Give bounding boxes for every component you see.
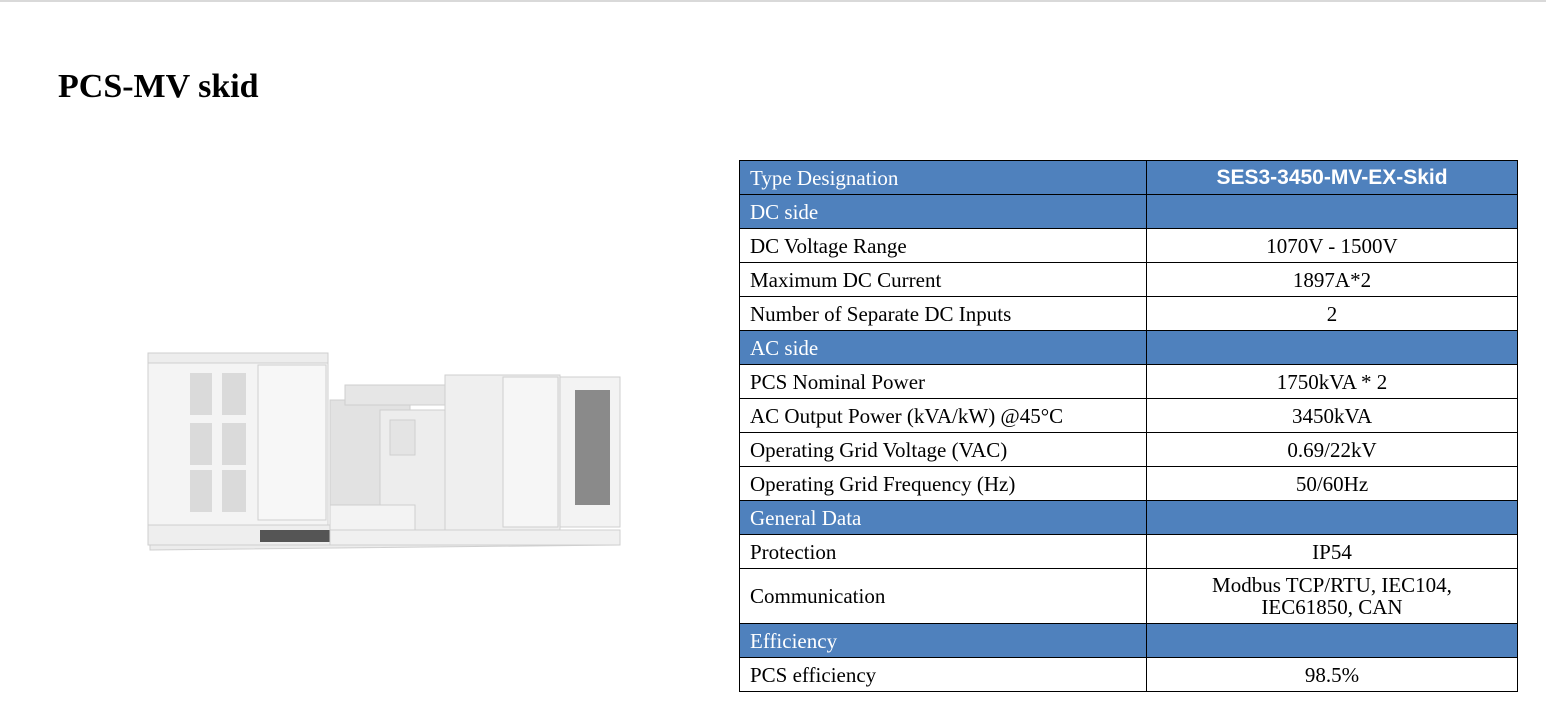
section-row-dc: DC side [739,194,1518,229]
section-title: AC side [739,330,1147,365]
spec-table: Type Designation SES3-3450-MV-EX-Skid DC… [739,160,1518,692]
spec-label: Operating Grid Voltage (VAC) [739,432,1147,467]
spec-label: AC Output Power (kVA/kW) @45°C [739,398,1147,433]
pcs-mv-skid-image [147,352,621,551]
spec-label: Number of Separate DC Inputs [739,296,1147,331]
spec-value: IP54 [1146,534,1518,569]
section-row-general: General Data [739,500,1518,535]
table-header-row: Type Designation SES3-3450-MV-EX-Skid [739,160,1518,195]
spec-value: 50/60Hz [1146,466,1518,501]
spec-value: 3450kVA [1146,398,1518,433]
spec-value: 1897A*2 [1146,262,1518,297]
section-title: General Data [739,500,1147,535]
spec-value: 2 [1146,296,1518,331]
spec-label: PCS efficiency [739,657,1147,692]
section-title: Efficiency [739,623,1147,658]
spec-label: Operating Grid Frequency (Hz) [739,466,1147,501]
type-designation-label: Type Designation [739,160,1147,195]
model-name: SES3-3450-MV-EX-Skid [1146,160,1518,195]
spec-label: Communication [739,568,1147,624]
section-row-efficiency: Efficiency [739,623,1518,658]
spec-label: DC Voltage Range [739,228,1147,263]
spec-label: PCS Nominal Power [739,364,1147,399]
spec-label: Maximum DC Current [739,262,1147,297]
table-row: Operating Grid Voltage (VAC)0.69/22kV [739,432,1518,467]
section-title: DC side [739,194,1147,229]
spec-label: Protection [739,534,1147,569]
top-divider [0,0,1546,2]
page-title: PCS-MV skid [58,68,259,105]
table-row: Operating Grid Frequency (Hz)50/60Hz [739,466,1518,501]
spec-value: 0.69/22kV [1146,432,1518,467]
spec-value: 1750kVA * 2 [1146,364,1518,399]
spec-value: 1070V - 1500V [1146,228,1518,263]
section-row-ac: AC side [739,330,1518,365]
spec-value: 98.5% [1146,657,1518,692]
spec-value: Modbus TCP/RTU, IEC104, IEC61850, CAN [1146,568,1518,624]
